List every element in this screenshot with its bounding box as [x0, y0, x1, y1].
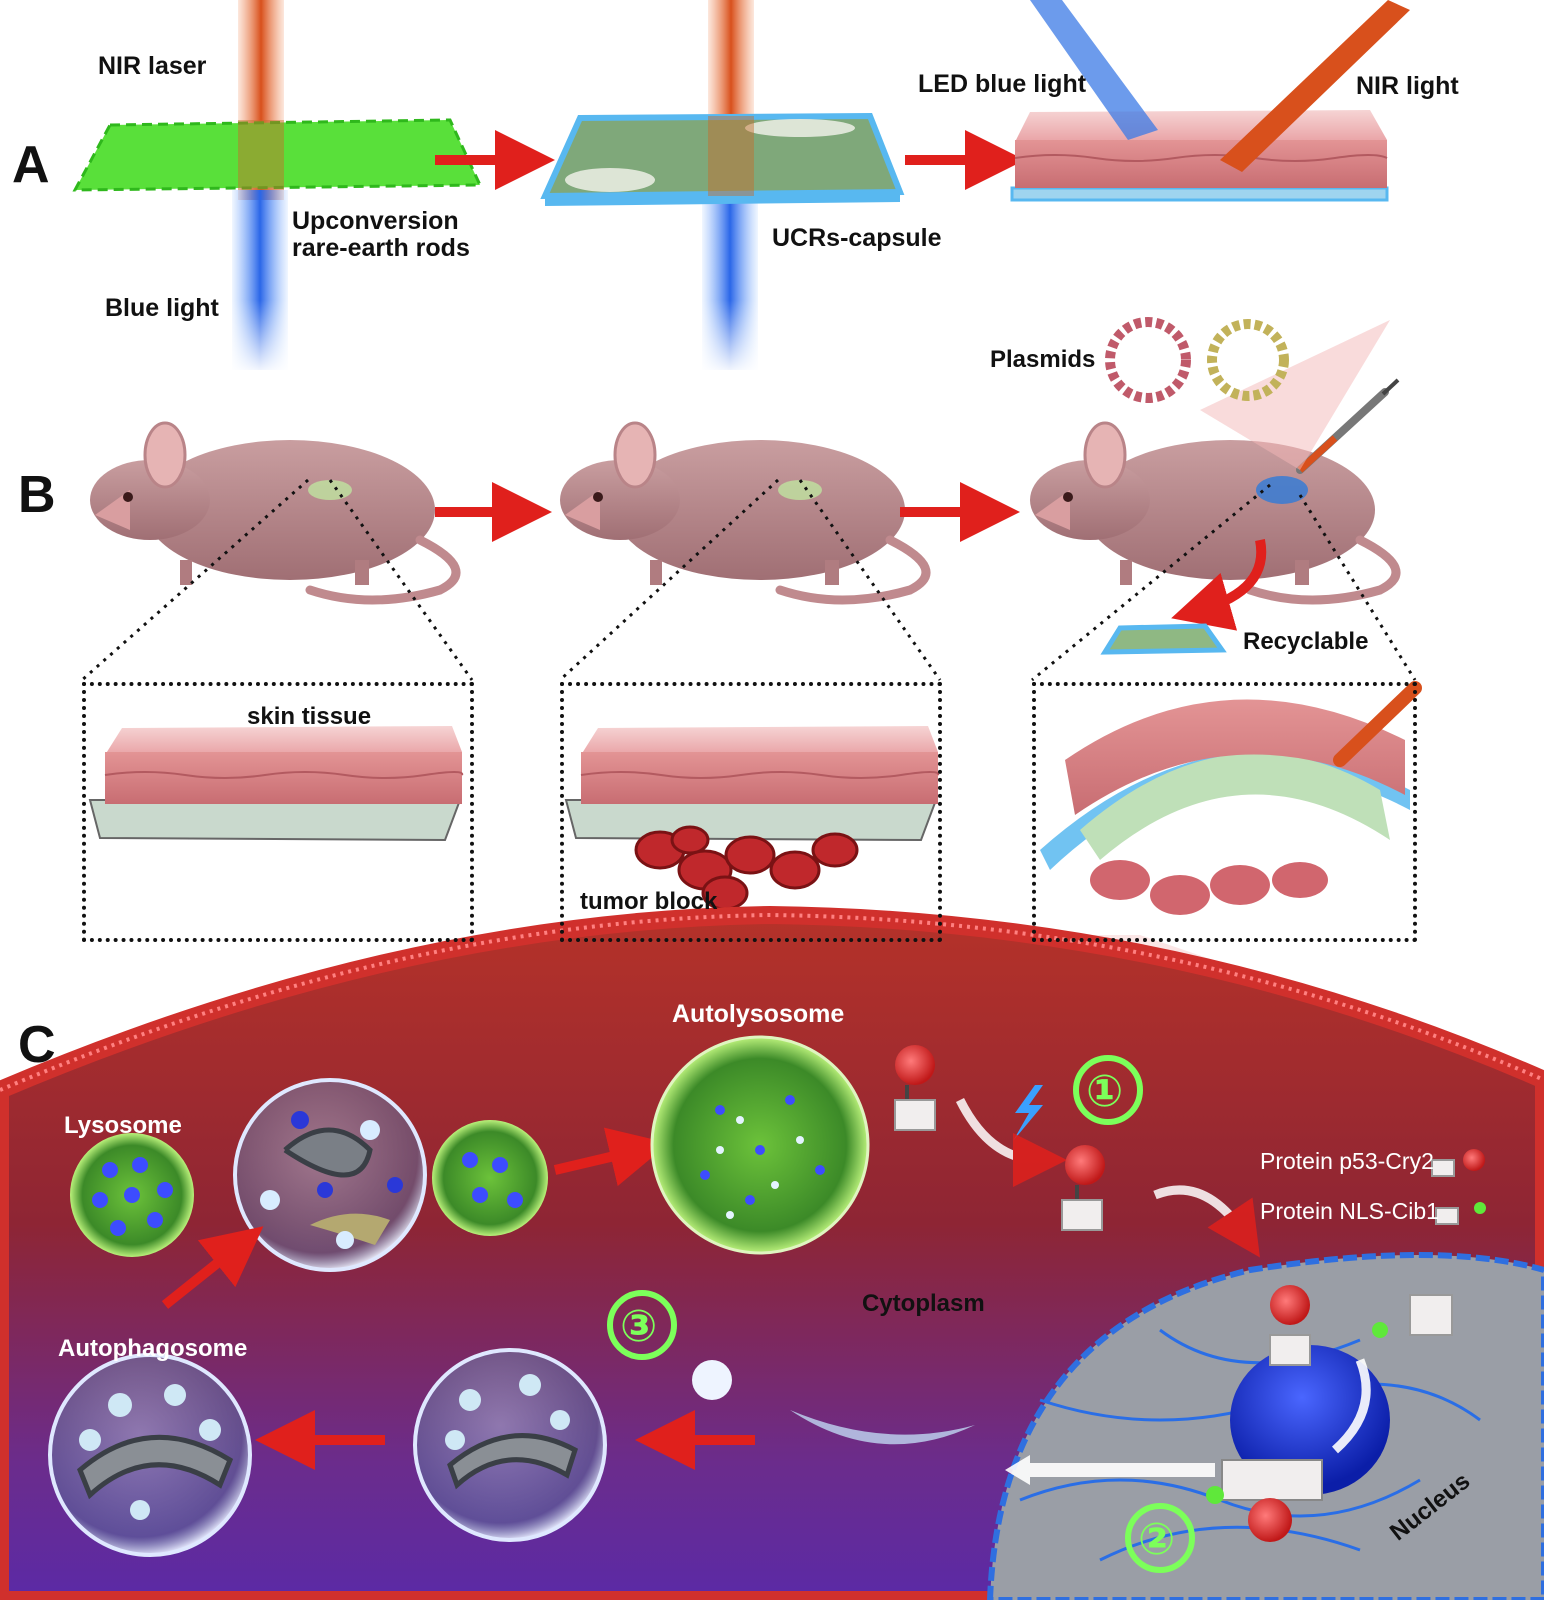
- label-plasmids: Plasmids: [990, 346, 1096, 373]
- label-lysosome: Lysosome: [64, 1112, 182, 1139]
- label-nir-light: NIR light: [1356, 72, 1459, 100]
- nucleolus: [1230, 1345, 1390, 1495]
- p53-cry2-protein-1: [894, 1045, 936, 1131]
- p53-cry2-protein-2: [1061, 1145, 1105, 1231]
- mouse-2: [560, 421, 931, 605]
- zoom-box-frame-3: [1032, 682, 1417, 942]
- label-protein-nls-cib1: Protein NLS-Cib1: [1260, 1198, 1439, 1224]
- recyclable-arrow: [1171, 539, 1267, 631]
- arrow-to-autolysosome: [553, 1127, 670, 1187]
- label-rods-line1: Upconversion: [292, 207, 459, 235]
- zoom-box-frame-1: [82, 682, 474, 942]
- fusion-autophagosome-lysosome: [233, 1078, 548, 1272]
- upconversion-rods-layer: [72, 118, 483, 192]
- arrow-to-fusion: [161, 1226, 264, 1309]
- tissue-slab-with-capsule: [1010, 110, 1389, 202]
- autolysosome: [650, 1035, 870, 1255]
- label-skin-tissue: skin tissue: [247, 703, 372, 730]
- zoom-box-tumor-block: [564, 726, 940, 911]
- lysosome: [70, 1133, 194, 1257]
- zoom-box-frame-2: [560, 682, 942, 942]
- membrane-crescent: [790, 1410, 975, 1445]
- complex-in-nucleus: [1206, 1459, 1323, 1542]
- led-blue-light-beam: [1030, 0, 1158, 140]
- phagophore: [413, 1348, 607, 1542]
- label-nir-laser: NIR laser: [98, 52, 207, 80]
- ucrs-capsule-plate: [540, 112, 905, 206]
- label-step-3: ③: [620, 1301, 658, 1352]
- plasmid-yellow-icon: [1207, 319, 1289, 401]
- label-led-blue-light: LED blue light: [918, 70, 1087, 98]
- label-cytoplasm: Cytoplasm: [862, 1290, 985, 1317]
- legend-p53-cry2-icon: [1431, 1149, 1485, 1177]
- panel-b: [81, 317, 1417, 682]
- zoom-projection-lines: [81, 478, 1417, 682]
- label-step-1: ①: [1086, 1066, 1124, 1117]
- label-autophagosome: Autophagosome: [58, 1335, 248, 1362]
- lightning-bolt-icon: [1013, 1085, 1043, 1141]
- p53-cry2-in-nucleus: [1269, 1285, 1311, 1366]
- step-3-circle: [607, 1290, 677, 1360]
- step-1-circle: [1073, 1055, 1143, 1125]
- recyclable-capsule-icon: [1100, 623, 1227, 655]
- tumor-cells-under-capsule: [1090, 860, 1328, 915]
- panel-label-c: C: [18, 1016, 56, 1074]
- label-rods-line2: rare-earth rods: [292, 234, 470, 262]
- label-ucrs-capsule: UCRs-capsule: [772, 224, 942, 252]
- label-step-2: ②: [1138, 1514, 1176, 1565]
- autophagosome: [48, 1353, 252, 1557]
- curved-arrow-1: [955, 1097, 1067, 1187]
- plasmid-red-icon: [1105, 317, 1191, 403]
- protein-cluster-icon: [692, 1360, 732, 1400]
- label-autolysosome: Autolysosome: [672, 1000, 845, 1028]
- tumor-cells: [634, 825, 859, 911]
- nir-light-beam: [1220, 0, 1410, 172]
- label-blue-light: Blue light: [105, 294, 219, 322]
- panel-label-a: A: [12, 136, 50, 194]
- zoom-box-implant: [1040, 681, 1422, 915]
- step-2-circle: [1125, 1503, 1195, 1573]
- panel-a: [72, 0, 1410, 375]
- syringe-icon: [1296, 378, 1400, 474]
- panel-label-b: B: [18, 466, 56, 524]
- curved-arrow-2: [1153, 1185, 1260, 1258]
- panel-c: [0, 905, 1544, 1600]
- mouse-1: [90, 421, 461, 605]
- nucleus: [986, 1252, 1544, 1600]
- label-recyclable: Recyclable: [1243, 628, 1369, 655]
- mouse-3: [1030, 421, 1401, 605]
- curved-arrow-3: [1331, 1358, 1371, 1454]
- label-protein-p53-cry2: Protein p53-Cry2: [1260, 1148, 1434, 1174]
- nls-cib1-protein-in-nucleus: [1372, 1294, 1453, 1338]
- zoom-box-skin-tissue: [88, 726, 464, 842]
- legend-nls-cib1-icon: [1435, 1202, 1486, 1225]
- label-tumor-block: tumor block: [580, 888, 718, 915]
